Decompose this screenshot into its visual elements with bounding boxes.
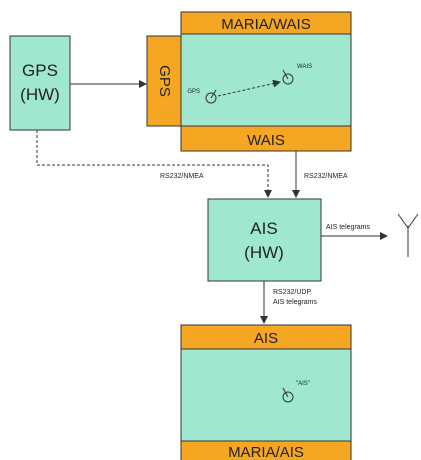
ais-symbol-label: "AIS" <box>296 381 310 387</box>
gps-side-label: GPS <box>156 65 173 97</box>
wais-to-ais-label: RS232/NMEA <box>304 173 348 180</box>
maria-wais-box: MARIA/WAIS WAIS <box>180 11 352 152</box>
ais-hw-label-line2: (HW) <box>244 243 284 262</box>
maria-ais-box: AIS MARIA/AIS <box>180 324 352 460</box>
gps-symbol-label: GPS <box>187 89 200 95</box>
maria-ais-top-label: AIS <box>254 330 278 347</box>
gps-to-ais-label: RS232/NMEA <box>160 173 204 180</box>
maria-ais-bottom-label: MARIA/AIS <box>228 444 304 460</box>
gps-to-wais-dashed-arrow <box>217 79 281 97</box>
ais-hw-label-line1: AIS <box>250 219 277 238</box>
gps-side-bar: GPS <box>146 35 182 127</box>
gps-to-ais-dashed-connector <box>36 130 272 198</box>
maria-wais-bottom-label: WAIS <box>247 132 285 149</box>
ais-down-label-line1: RS232/UDP <box>273 289 311 296</box>
ais-vessel-symbol: "AIS" <box>282 381 310 403</box>
wais-vessel-symbol: WAIS <box>282 64 312 85</box>
gps-hw-box: GPS (HW) <box>9 35 71 131</box>
gps-hw-label-line1: GPS <box>22 61 58 80</box>
gps-hw-label-line2: (HW) <box>20 85 60 104</box>
ais-hw-box: AIS (HW) <box>207 198 322 282</box>
ais-out-label: AIS telegrams <box>326 224 370 231</box>
gps-vessel-symbol: GPS <box>187 89 217 104</box>
antenna-icon <box>397 213 419 257</box>
wais-symbol-label: WAIS <box>297 64 312 70</box>
maria-wais-title: MARIA/WAIS <box>221 16 310 33</box>
ais-down-label-line2: AIS telegrams <box>273 299 317 306</box>
